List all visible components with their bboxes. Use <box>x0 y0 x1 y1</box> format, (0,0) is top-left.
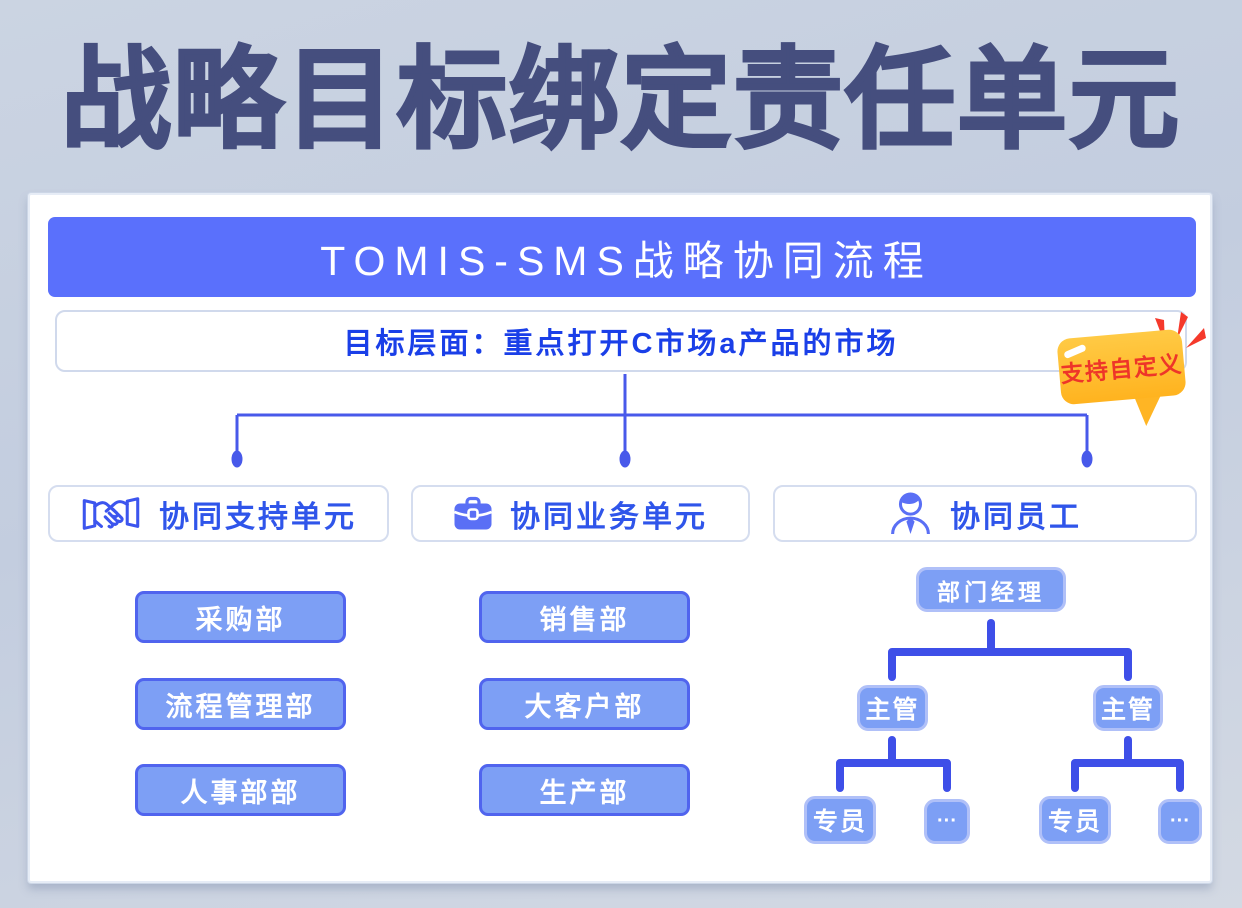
handshake-icon <box>82 496 140 530</box>
org-node-staff-1: 专员 <box>804 796 876 844</box>
flow-header: TOMIS-SMS战略协同流程 <box>48 217 1196 297</box>
page-title: 战略目标绑定责任单元 <box>60 38 1181 163</box>
employee-icon <box>891 492 930 535</box>
branch-employee-label: 协同员工 <box>950 500 1082 534</box>
branch-support-label: 协同支持单元 <box>159 500 357 534</box>
org-node-more-2: ··· <box>1158 799 1202 844</box>
dept-key-account: 大客户部 <box>479 678 690 730</box>
org-node-more-1: ··· <box>924 799 970 844</box>
goal-box: 目标层面：重点打开C市场a产品的市场 <box>55 310 1187 372</box>
dept-procurement: 采购部 <box>135 591 346 643</box>
org-node-supervisor-1: 主管 <box>857 685 928 731</box>
branch-employee: 协同员工 <box>773 485 1197 542</box>
dept-hr: 人事部部 <box>135 764 346 816</box>
branch-business-label: 协同业务单元 <box>510 500 708 534</box>
flow-header-label: TOMIS-SMS战略协同流程 <box>320 238 933 284</box>
org-node-staff-2: 专员 <box>1039 796 1111 844</box>
branch-support-unit: 协同支持单元 <box>48 485 389 542</box>
dept-process-mgmt: 流程管理部 <box>135 678 346 730</box>
flow-card: TOMIS-SMS战略协同流程 目标层面：重点打开C市场a产品的市场 <box>28 193 1212 883</box>
branch-business-unit: 协同业务单元 <box>411 485 750 542</box>
goal-label: 目标层面：重点打开C市场a产品的市场 <box>343 328 899 360</box>
dept-production: 生产部 <box>479 764 690 816</box>
badge-label: 支持自定义 <box>1059 350 1184 388</box>
org-node-manager: 部门经理 <box>916 567 1066 612</box>
dept-sales: 销售部 <box>479 591 690 643</box>
org-node-supervisor-2: 主管 <box>1093 685 1163 731</box>
briefcase-icon <box>454 496 492 530</box>
